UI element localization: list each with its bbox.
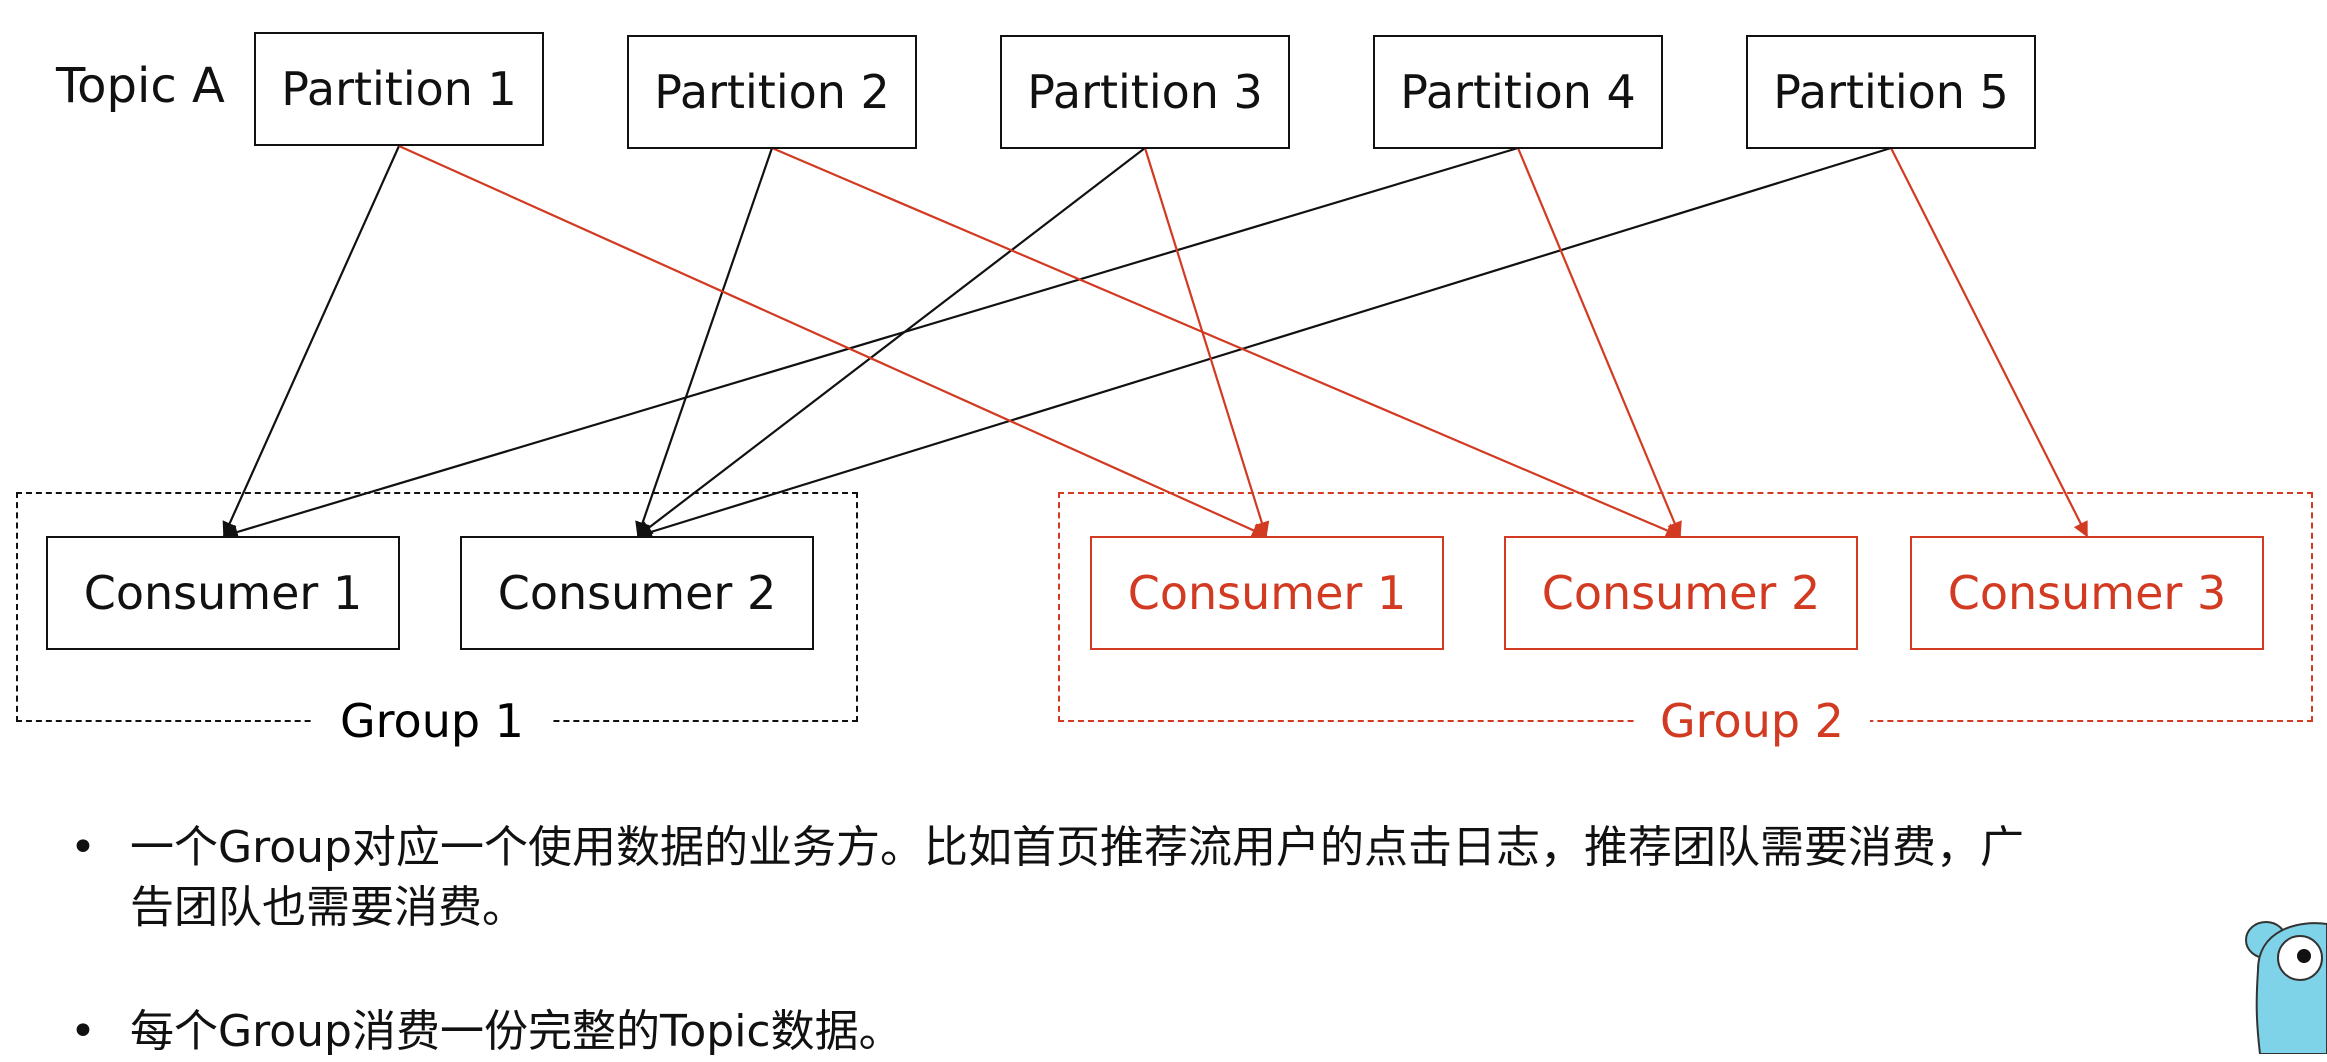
group-1-label: Group 1 (314, 698, 550, 744)
note-text: 每个Group消费一份完整的Topic数据。 (130, 1006, 903, 1057)
arrow-p3-g2c1 (1143, 147, 1270, 538)
arrow-p1-g2c1 (398, 144, 1268, 538)
group-2-consumer-1: Consumer 1 (1090, 536, 1444, 650)
group-2-label: Group 2 (1634, 698, 1870, 744)
note-item: • 每个Group消费一份完整的Topic数据。 (66, 1002, 2056, 1062)
arrow-p5-g1c2 (636, 146, 1892, 540)
notes-list: • 一个Group对应一个使用数据的业务方。比如首页推荐流用户的点击日志，推荐团… (66, 818, 2056, 1062)
bullet-dot: • (70, 1006, 96, 1057)
partition-2: Partition 2 (627, 35, 917, 149)
bullet-dot: • (70, 822, 96, 873)
arrow-p3-g1c2 (636, 147, 1146, 537)
group-2-consumer-2: Consumer 2 (1504, 536, 1858, 650)
group-1-consumer-2: Consumer 2 (460, 536, 814, 650)
arrow-p5-g2c3 (1890, 147, 2088, 538)
note-text: 一个Group对应一个使用数据的业务方。比如首页推荐流用户的点击日志，推荐团队需… (130, 822, 2024, 933)
gopher-icon (2245, 921, 2327, 1054)
arrow-p4-g1c1 (222, 146, 1519, 540)
topic-label: Topic A (56, 58, 225, 114)
group-2-consumer-3: Consumer 3 (1910, 536, 2264, 650)
arrow-p2-g1c2 (635, 147, 774, 538)
arrow-p1-g1c1 (222, 145, 401, 538)
partition-4: Partition 4 (1373, 35, 1663, 149)
partition-3: Partition 3 (1000, 35, 1290, 149)
arrow-p4-g2c2 (1516, 147, 1682, 538)
partition-5: Partition 5 (1746, 35, 2036, 149)
partition-1: Partition 1 (254, 32, 544, 146)
note-item: • 一个Group对应一个使用数据的业务方。比如首页推荐流用户的点击日志，推荐团… (66, 818, 2056, 938)
arrow-p2-g2c2 (771, 146, 1682, 538)
group-1-consumer-1: Consumer 1 (46, 536, 400, 650)
